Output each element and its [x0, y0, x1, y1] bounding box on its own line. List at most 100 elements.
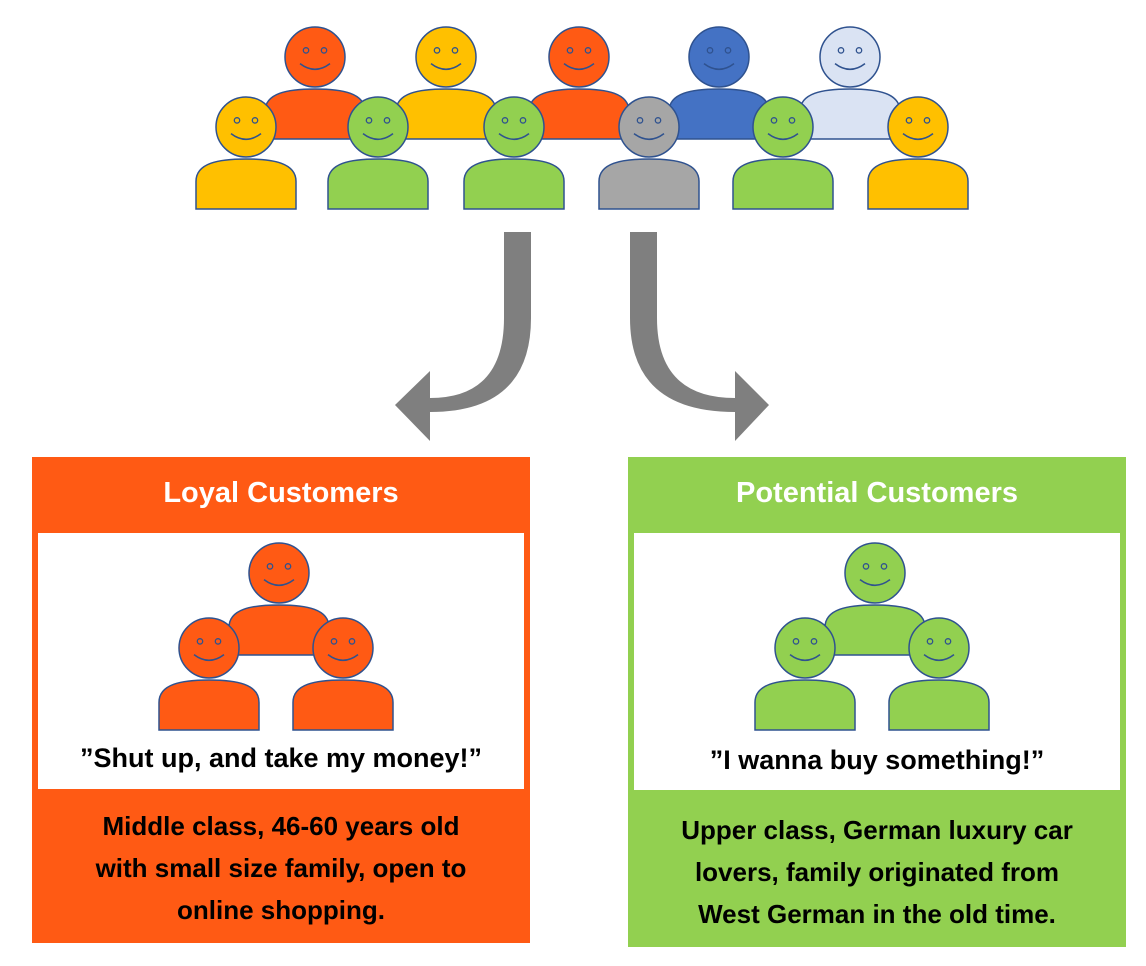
description-line: Middle class, 46-60 years old [102, 811, 460, 841]
person-body [395, 88, 497, 140]
person-orange [528, 26, 630, 140]
smile [834, 62, 866, 71]
loyal-customers-description: Middle class, 46-60 years old with small… [32, 805, 530, 931]
person-head [347, 96, 409, 158]
person-head [312, 617, 374, 679]
eye [302, 47, 310, 54]
smile [563, 62, 595, 71]
eye [724, 47, 732, 54]
arrow-to-potential [630, 232, 769, 441]
person-body [732, 158, 834, 210]
eye [855, 47, 863, 54]
group-person-left [158, 617, 260, 731]
smile [299, 62, 331, 71]
smile [902, 132, 934, 141]
crowd-back-row [264, 26, 901, 140]
eye [348, 638, 356, 645]
eye [251, 117, 259, 124]
smile [633, 132, 665, 141]
smile [767, 132, 799, 141]
person-yellow [395, 26, 497, 140]
description-line: lovers, family originated from [694, 857, 1060, 887]
smile [430, 62, 462, 71]
person-body [158, 679, 260, 731]
split-arrows [395, 232, 769, 441]
eye [584, 47, 592, 54]
smile [703, 62, 735, 71]
person-head [819, 26, 881, 88]
person-body [463, 158, 565, 210]
person-green [463, 96, 565, 210]
eye [770, 117, 778, 124]
person-head [618, 96, 680, 158]
eye [862, 563, 870, 570]
eye [654, 117, 662, 124]
person-body [754, 679, 856, 731]
smile [263, 578, 295, 587]
eye [284, 563, 292, 570]
loyal-customers-title: Loyal Customers [163, 477, 399, 509]
person-head [178, 617, 240, 679]
eye [706, 47, 714, 54]
person-head [844, 542, 906, 604]
person-body [292, 679, 394, 731]
eye [233, 117, 241, 124]
smile [789, 653, 821, 662]
eye [433, 47, 441, 54]
eye [519, 117, 527, 124]
person-green [732, 96, 834, 210]
person-body [867, 158, 969, 210]
smile [193, 653, 225, 662]
loyal-customers-illustration-box: ”Shut up, and take my money!” [38, 533, 524, 789]
person-head [415, 26, 477, 88]
eye [905, 117, 913, 124]
person-yellow [195, 96, 297, 210]
eye [501, 117, 509, 124]
person-head [688, 26, 750, 88]
eye [266, 563, 274, 570]
crowd-front-row [195, 96, 969, 210]
person-body [195, 158, 297, 210]
group-person-right [888, 617, 990, 731]
person-head [284, 26, 346, 88]
person-head [774, 617, 836, 679]
eye [636, 117, 644, 124]
person-head [215, 96, 277, 158]
smile [859, 578, 891, 587]
eye [792, 638, 800, 645]
eye [923, 117, 931, 124]
person-body [888, 679, 990, 731]
loyal-customers-quote: ”Shut up, and take my money!” [79, 743, 483, 773]
arrow-to-loyal [395, 232, 531, 441]
eye [788, 117, 796, 124]
smile [230, 132, 262, 141]
eye [566, 47, 574, 54]
potential-customers-illustration-box: ”I wanna buy something!” [634, 533, 1120, 790]
eye [383, 117, 391, 124]
potential-customers-description: Upper class, German luxury car lovers, f… [628, 809, 1126, 935]
eye [880, 563, 888, 570]
smile [327, 653, 359, 662]
group-person-left [754, 617, 856, 731]
group-person-right [292, 617, 394, 731]
loyal-customers-panel: Loyal Customers ”Shut up, and take my mo… [32, 457, 530, 943]
person-body [327, 158, 429, 210]
description-line: online shopping. [177, 895, 385, 925]
person-gray [598, 96, 700, 210]
person-light_blue [799, 26, 901, 140]
person-body [799, 88, 901, 140]
eye [214, 638, 222, 645]
person-yellow [867, 96, 969, 210]
person-head [908, 617, 970, 679]
loyal-customer-group-icon [158, 542, 394, 731]
person-head [548, 26, 610, 88]
potential-customer-group-icon [754, 542, 990, 731]
description-line: Upper class, German luxury car [681, 815, 1073, 845]
potential-customers-quote: ”I wanna buy something!” [709, 745, 1045, 775]
customer-crowd [195, 26, 969, 441]
person-head [248, 542, 310, 604]
eye [320, 47, 328, 54]
group-person-back [228, 542, 330, 656]
person-body [228, 604, 330, 656]
